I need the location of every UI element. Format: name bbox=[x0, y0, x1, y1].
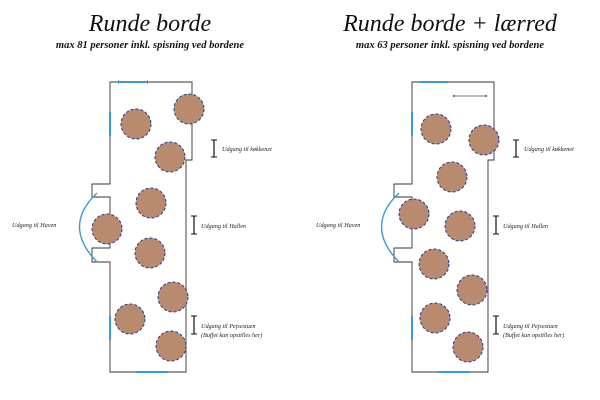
round-table bbox=[418, 248, 450, 280]
hall-exit-label: Udgang til Hallen bbox=[503, 223, 548, 230]
tables bbox=[91, 93, 205, 362]
room-drawing: Udgang til køkkenet Udgang til Haven Udg… bbox=[12, 80, 272, 373]
round-table bbox=[444, 210, 476, 242]
round-table bbox=[120, 108, 152, 140]
round-table bbox=[155, 330, 187, 362]
screen-end bbox=[484, 94, 488, 98]
kitchen-exit-label: Udgang til køkkenet bbox=[222, 146, 272, 153]
buffet-note-label: (Buffet kan opstilles her) bbox=[201, 332, 262, 339]
round-table bbox=[173, 93, 205, 125]
floor-plan-round-tables: Runde borde max 81 personer inkl. spisni… bbox=[12, 11, 272, 373]
floor-plan-round-tables-screen: Runde borde + lærred max 63 personer ink… bbox=[300, 0, 600, 400]
top-door-mark bbox=[145, 80, 148, 84]
round-table bbox=[398, 198, 430, 230]
plan-subtitle: max 81 personer inkl. spisning ved borde… bbox=[55, 40, 245, 51]
round-table bbox=[154, 141, 186, 173]
garden-door-arc bbox=[78, 192, 98, 263]
garden-exit-label: Udgang til Haven bbox=[316, 222, 360, 229]
round-table bbox=[157, 281, 189, 313]
hall-exit-label: Udgang til Hallen bbox=[201, 223, 246, 230]
garden-door-arc bbox=[380, 192, 400, 263]
kitchen-exit-label: Udgang til køkkenet bbox=[524, 146, 574, 153]
screen-end bbox=[452, 94, 456, 98]
room-wall bbox=[91, 81, 193, 373]
pejse-exit-label: Udgang til Pejsestuen bbox=[503, 323, 558, 330]
room-wall bbox=[393, 81, 495, 373]
buffet-note-label: (Buffet kan opstilles her) bbox=[503, 332, 564, 339]
round-table bbox=[114, 303, 146, 335]
round-table bbox=[134, 237, 166, 269]
round-table bbox=[420, 113, 452, 145]
plan-title: Runde borde bbox=[88, 11, 212, 37]
round-table bbox=[456, 274, 488, 306]
round-table bbox=[452, 331, 484, 363]
round-table bbox=[91, 213, 123, 245]
round-table bbox=[468, 124, 500, 156]
top-door-mark bbox=[118, 80, 121, 84]
round-table bbox=[419, 302, 451, 334]
plan-title: Runde borde + lærred bbox=[343, 11, 557, 37]
pejse-exit-label: Udgang til Pejsestuen bbox=[201, 323, 256, 330]
round-table bbox=[436, 161, 468, 193]
room-drawing: Udgang til køkkenet Udgang til Haven Udg… bbox=[316, 81, 574, 373]
garden-exit-label: Udgang til Haven bbox=[12, 222, 56, 229]
tables bbox=[398, 113, 500, 363]
plan-subtitle: max 63 personer inkl. spisning ved borde… bbox=[355, 40, 545, 51]
round-table bbox=[135, 187, 167, 219]
